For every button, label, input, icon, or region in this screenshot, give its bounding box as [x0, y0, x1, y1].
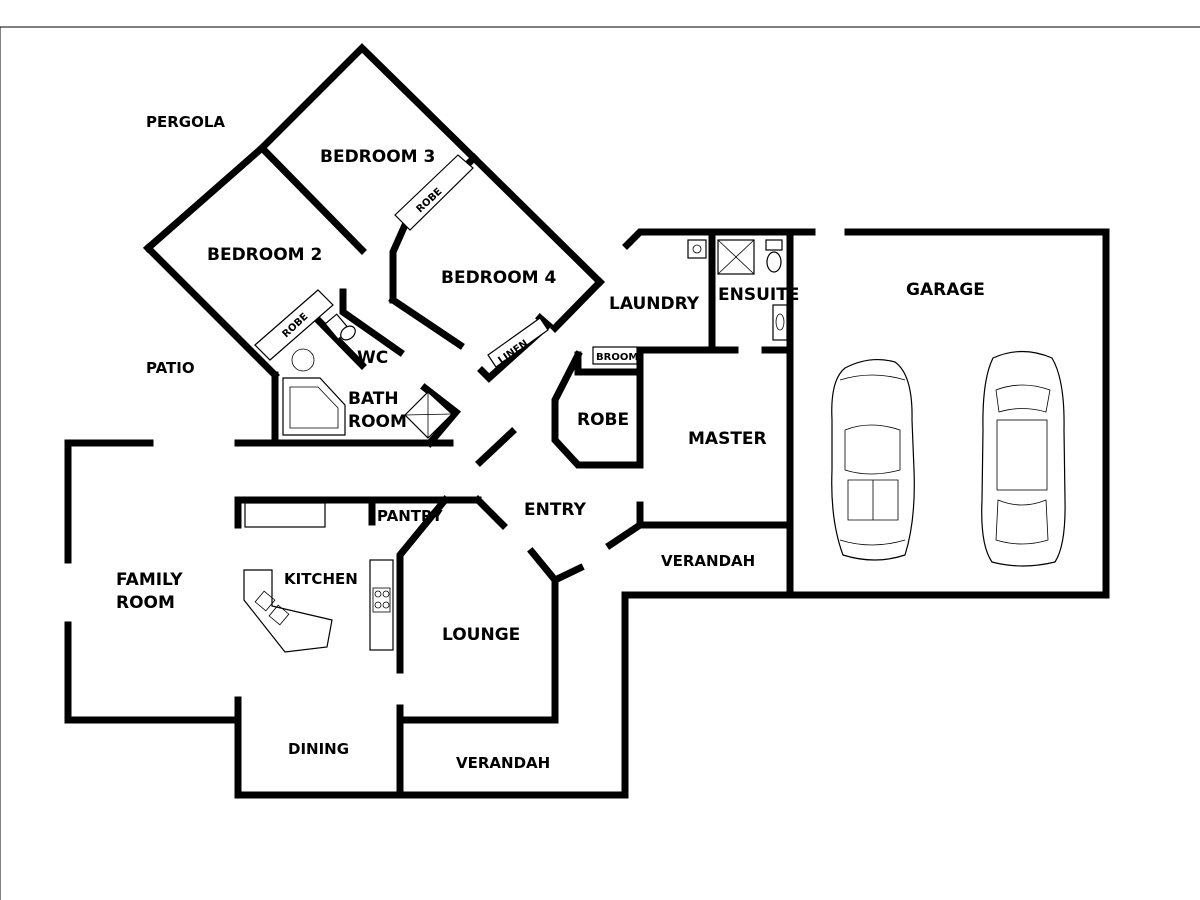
ensuite-toilet — [765, 239, 783, 273]
label-bedroom-3: BEDROOM 3 — [320, 147, 435, 167]
label-master: MASTER — [688, 429, 767, 449]
robe-bed3-fixture — [394, 154, 474, 231]
label-verandah-rear: VERANDAH — [456, 754, 550, 772]
label-pergola: PERGOLA — [146, 113, 225, 131]
label-verandah-front: VERANDAH — [661, 552, 755, 570]
label-bedroom-4: BEDROOM 4 — [441, 268, 557, 288]
sink-icon — [687, 239, 707, 259]
label-dining: DINING — [288, 740, 349, 758]
label-lounge: LOUNGE — [442, 625, 520, 645]
label-broom: BROOM — [596, 352, 638, 363]
label-entry: ENTRY — [524, 500, 587, 520]
label-pantry: PANTRY — [377, 507, 444, 525]
label-patio: PATIO — [146, 359, 195, 377]
label-kitchen: KITCHEN — [284, 570, 358, 588]
label-garage: GARAGE — [906, 280, 985, 300]
label-wc: WC — [357, 348, 388, 368]
label-laundry: LAUNDRY — [609, 294, 700, 314]
robe-bed2-fixture — [254, 289, 334, 361]
label-bath-line1: BATH — [348, 389, 399, 409]
shower-icon — [404, 391, 453, 439]
frame — [0, 26, 1200, 900]
label-bath-line2: ROOM — [348, 412, 407, 432]
broom-fixture — [592, 346, 638, 365]
ensuite-shower — [717, 239, 755, 275]
label-robe-master: ROBE — [577, 410, 629, 430]
hatchback-car-icon — [981, 350, 1066, 567]
label-family-line1: FAMILY — [116, 570, 183, 590]
cooktop-icon — [369, 559, 394, 651]
label-ensuite: ENSUITE — [718, 285, 799, 305]
kitchen-island — [243, 569, 333, 653]
toilet-icon — [324, 313, 356, 341]
convertible-car-icon — [831, 358, 915, 561]
ensuite-vanity — [772, 304, 788, 341]
label-bedroom-2: BEDROOM 2 — [207, 245, 322, 265]
label-family-line2: ROOM — [116, 593, 175, 613]
kitchen-bench — [244, 502, 326, 528]
linen-fixture — [487, 317, 549, 368]
bathtub-icon — [282, 348, 346, 436]
